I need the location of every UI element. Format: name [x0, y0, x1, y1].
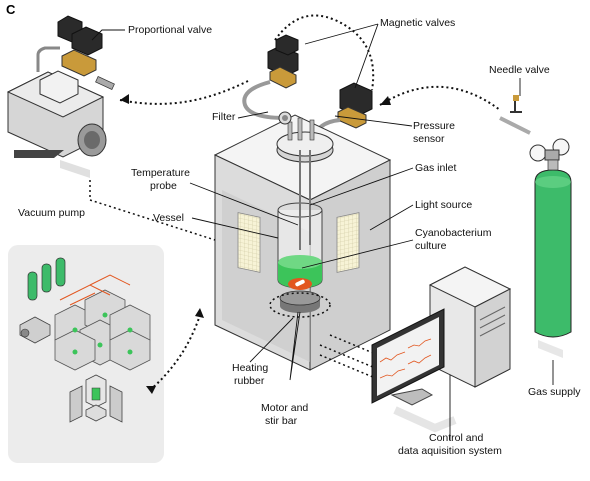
label-pressure-1: Pressure: [413, 120, 456, 132]
label-heating-2: rubber: [234, 375, 265, 387]
label-vacuum-pump: Vacuum pump: [18, 207, 85, 219]
label-control-1: Control and: [429, 432, 484, 444]
vacuum-line-dotted: [119, 79, 251, 105]
gas-line-arrowhead: [380, 96, 391, 105]
proportional-valve: [57, 15, 115, 90]
system-overview-inset: [8, 245, 164, 463]
gas-cylinder: [534, 159, 572, 358]
pump-rail-dotted: [89, 180, 216, 241]
label-filter: Filter: [212, 111, 236, 123]
label-cyano-1: Cyanobacterium: [415, 227, 492, 239]
label-gas-supply: Gas supply: [528, 386, 581, 398]
inset-link-arrowhead-b: [195, 308, 204, 318]
needle-valve: [499, 95, 531, 135]
label-gas-inlet: Gas inlet: [415, 162, 457, 174]
monitor: [371, 308, 457, 433]
label-light-source: Light source: [415, 199, 473, 211]
label-motor-2: stir bar: [265, 415, 298, 427]
filter-tubing: [242, 80, 286, 120]
pressure-regulator: [529, 138, 570, 162]
cyanobacterium-culture: [278, 255, 322, 290]
panel-letter: C: [6, 2, 16, 17]
label-vessel: Vessel: [153, 212, 184, 224]
inset-gas-cylinders: [27, 257, 66, 301]
light-source-right: [336, 212, 360, 273]
magnetic-valve-left: [267, 34, 299, 89]
label-needle-valve: Needle valve: [489, 64, 550, 76]
label-cyano-2: culture: [415, 240, 447, 252]
label-motor-1: Motor and: [261, 402, 309, 414]
gas-line-dotted: [379, 85, 501, 111]
label-temperature-1: Temperature: [131, 167, 190, 179]
reactor-lid: [276, 111, 334, 163]
light-source-left: [237, 212, 261, 273]
label-temperature-2: probe: [150, 180, 177, 192]
inset-link-arrowhead-a: [146, 386, 156, 394]
magnetic-valve-right: [337, 82, 373, 129]
vacuum-line-arrowhead: [120, 94, 129, 104]
inset-link-arrow: [149, 314, 201, 391]
motor-stir-base: [269, 290, 331, 318]
inset-vacuum-pump: [19, 316, 51, 344]
label-control-2: data aquisition system: [398, 445, 502, 457]
reactor-cabinet: [89, 114, 392, 381]
label-heating-1: Heating: [232, 362, 269, 374]
leader-lines: [91, 23, 554, 440]
label-proportional-valve: Proportional valve: [128, 24, 213, 36]
label-pressure-2: sensor: [413, 133, 445, 145]
label-magnetic-valves: Magnetic valves: [380, 17, 456, 29]
inset-exploded-unit: [69, 374, 123, 423]
inset-cabinets: [54, 274, 151, 371]
vacuum-pump: [6, 46, 107, 178]
